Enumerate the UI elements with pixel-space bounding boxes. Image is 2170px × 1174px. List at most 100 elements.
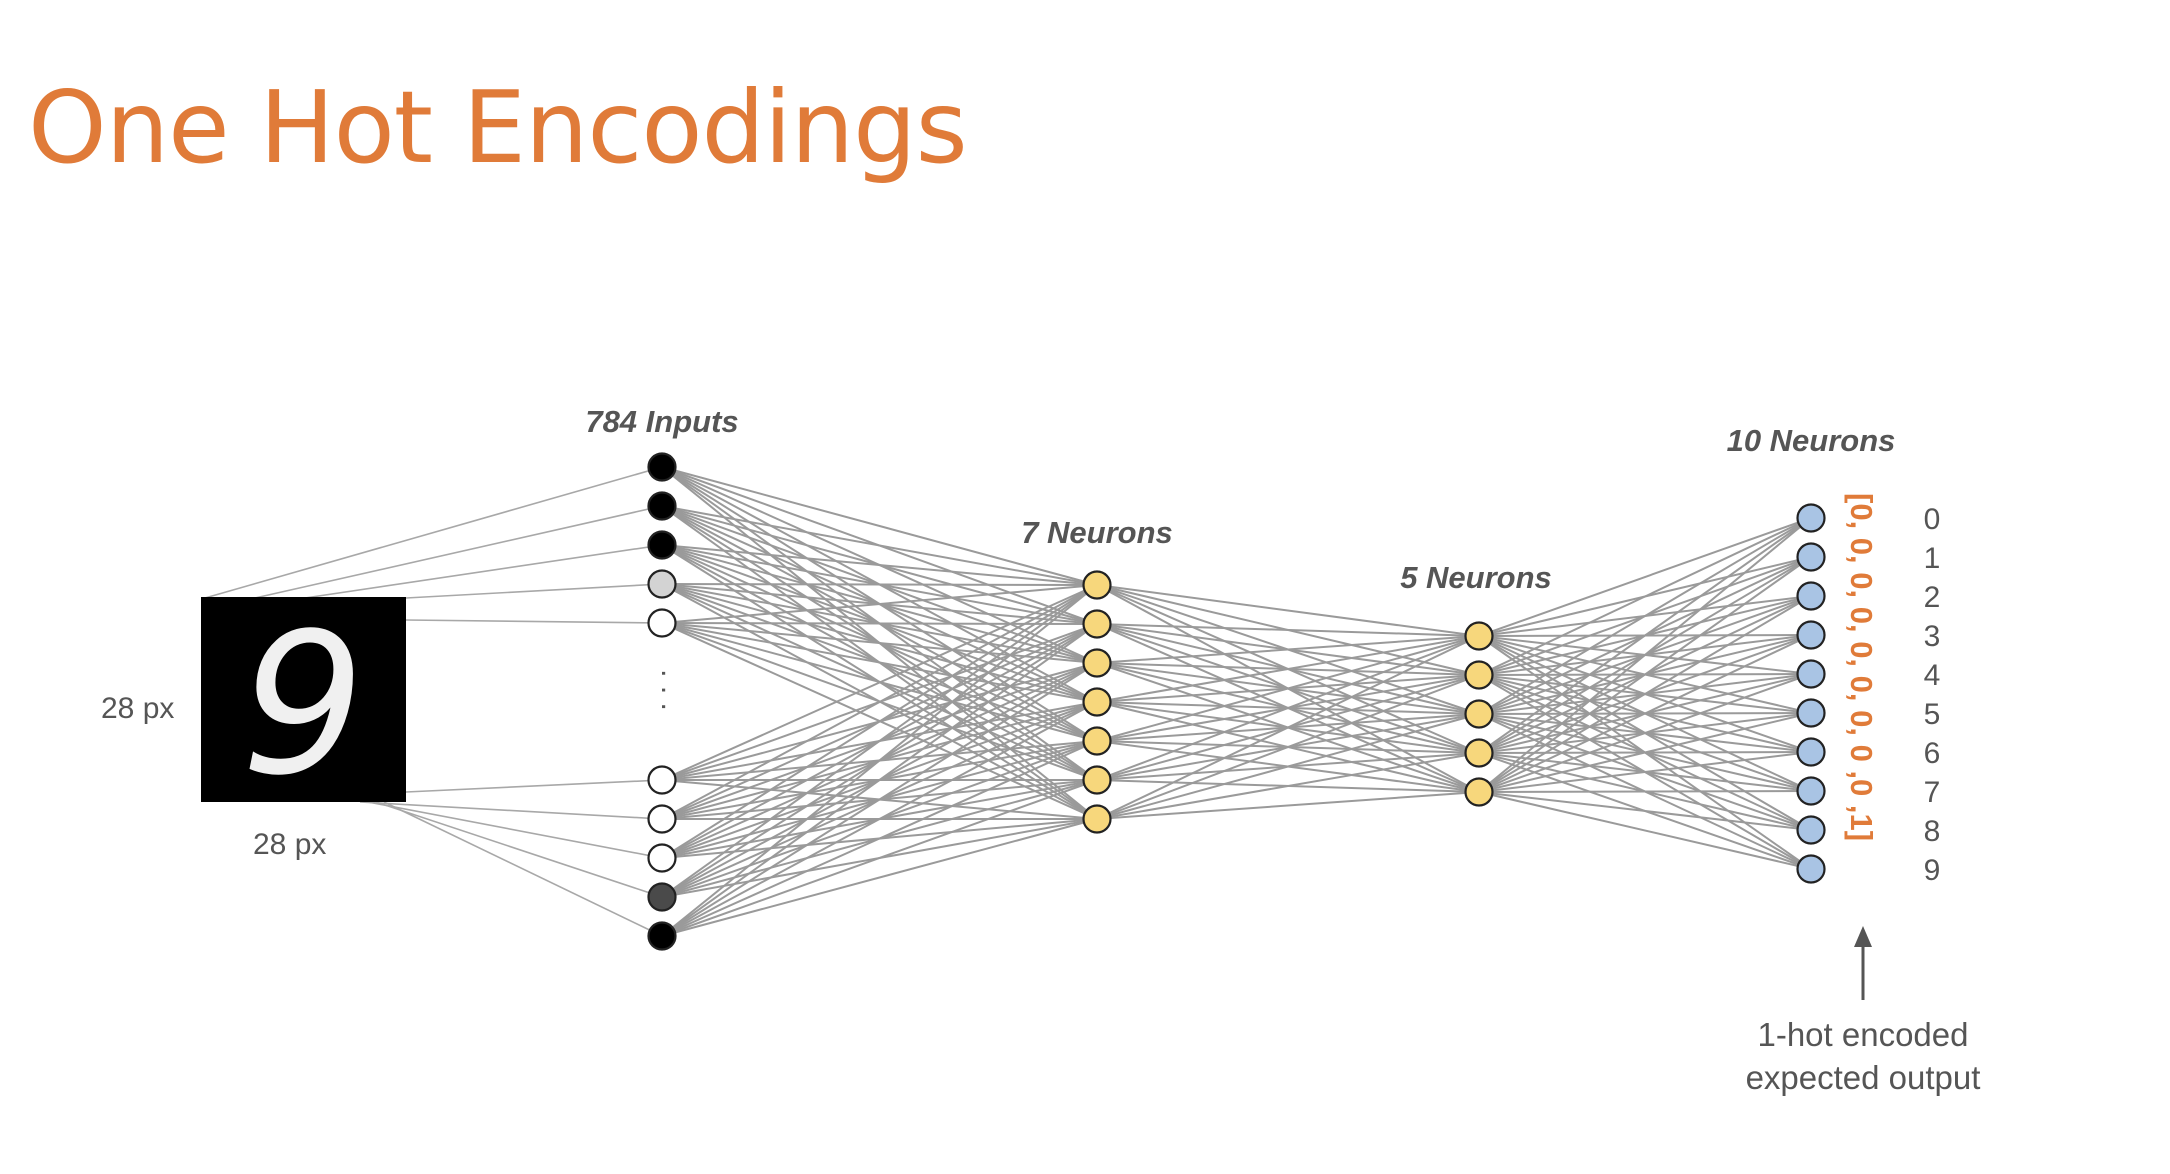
edge (661, 584, 1098, 820)
edge (661, 584, 1098, 781)
input-node (647, 491, 677, 521)
digit-glyph: 9 (241, 591, 365, 818)
edge (661, 818, 1098, 937)
edge (661, 740, 1098, 937)
hidden1-layer-nodes (1082, 570, 1112, 834)
edge (661, 466, 1098, 586)
hidden2-layer-label: 5 Neurons (1400, 560, 1552, 595)
edge (661, 662, 1098, 937)
edge (1478, 517, 1812, 676)
output-index-label: 2 (1924, 581, 1941, 614)
edge (1096, 713, 1480, 820)
edge (661, 584, 1098, 624)
edge (1096, 752, 1480, 820)
edge (661, 623, 1098, 937)
output-node (1796, 542, 1826, 572)
annotation-line1: 1-hot encoded (1757, 1016, 1968, 1053)
output-index-label: 5 (1924, 698, 1941, 731)
hidden1-layer-label: 7 Neurons (1021, 515, 1173, 550)
output-index-label: 6 (1924, 737, 1941, 770)
edge (661, 779, 1098, 937)
hidden1-node (1082, 765, 1112, 795)
output-node (1796, 503, 1826, 533)
edge (1478, 790, 1812, 793)
input-node (647, 530, 677, 560)
hidden1-node (1082, 726, 1112, 756)
output-index-label: 7 (1924, 776, 1941, 809)
edge (1096, 674, 1480, 820)
hidden1-node (1082, 648, 1112, 678)
hidden2-layer-nodes (1464, 621, 1494, 807)
edge (1478, 634, 1812, 793)
hidden1-to-hidden2-edges (1096, 584, 1480, 820)
hidden1-node (1082, 570, 1112, 600)
edge (1478, 712, 1812, 793)
edge (375, 801, 663, 898)
edge (405, 583, 663, 599)
edge (661, 505, 1098, 586)
input-node (647, 569, 677, 599)
output-index-label: 1 (1924, 542, 1941, 575)
input-to-hidden1-edges (661, 466, 1098, 937)
image-to-input-edges (204, 466, 663, 937)
input-node (647, 921, 677, 951)
edge (661, 622, 1098, 703)
output-index-label: 0 (1924, 503, 1941, 536)
digit-image-background (201, 597, 406, 802)
hidden1-node (1082, 609, 1112, 639)
edge (1096, 584, 1480, 637)
output-node (1796, 581, 1826, 611)
edge (1478, 517, 1812, 715)
edge (1478, 673, 1812, 793)
output-index-label: 9 (1924, 854, 1941, 887)
arrow-head (1854, 926, 1872, 947)
edge (1096, 623, 1480, 637)
edge (1478, 517, 1812, 754)
edge (1096, 791, 1480, 820)
edge (1096, 635, 1480, 664)
edge (359, 801, 663, 820)
edge (204, 466, 663, 599)
hidden2-to-output-edges (1478, 517, 1812, 870)
output-node (1796, 620, 1826, 650)
output-node (1796, 854, 1826, 884)
slide-title: One Hot Encodings (28, 69, 968, 186)
output-node (1796, 659, 1826, 689)
hidden2-node (1464, 660, 1494, 690)
edge (1096, 635, 1480, 781)
edge (1478, 517, 1812, 637)
input-node (647, 882, 677, 912)
input-layer-label: 784 Inputs (585, 404, 738, 439)
edge (661, 584, 1098, 937)
output-layer-label: 10 Neurons (1727, 423, 1896, 458)
input-node (647, 452, 677, 482)
output-index-label: 8 (1924, 815, 1941, 848)
output-index-label: 3 (1924, 620, 1941, 653)
edge (254, 505, 663, 599)
edge (1478, 517, 1812, 793)
edge (661, 701, 1098, 937)
edge (1478, 791, 1812, 870)
edge (1478, 751, 1812, 793)
output-layer-nodes (1796, 503, 1826, 884)
hidden1-node (1082, 804, 1112, 834)
edge (661, 622, 1098, 625)
edge (405, 779, 663, 793)
edge (1478, 556, 1812, 793)
edge (661, 583, 1098, 586)
input-layer-nodes (647, 452, 677, 951)
edge (661, 544, 1098, 586)
edge (304, 544, 663, 599)
edge (1478, 791, 1812, 831)
output-node (1796, 698, 1826, 728)
digit-image: 9 (201, 591, 406, 818)
edge (1096, 635, 1480, 820)
hidden2-node (1464, 738, 1494, 768)
edge (367, 801, 663, 859)
annotation-arrow (1854, 926, 1872, 1000)
output-node (1796, 737, 1826, 767)
input-node (647, 765, 677, 795)
